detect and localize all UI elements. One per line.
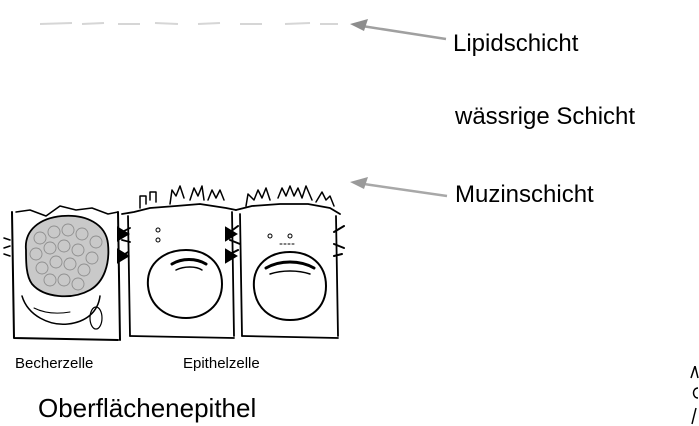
cropped-edge-marks <box>690 366 699 426</box>
diagram-caption: Oberflächenepithel <box>38 393 256 424</box>
epithelial-cell-label: Epithelzelle <box>183 355 260 372</box>
epithelial-cell-1-drawing <box>122 186 240 338</box>
goblet-cell-label: Becherzelle <box>15 355 93 372</box>
aqueous-layer-label: wässrige Schicht <box>455 103 635 131</box>
mucin-arrow-icon <box>350 177 447 196</box>
epithelial-cell-2-drawing <box>236 186 344 338</box>
cell-junctions <box>118 228 236 262</box>
lipid-arrow-icon <box>350 19 446 39</box>
lipid-layer-label: Lipidschicht <box>453 30 578 58</box>
lipid-layer-line <box>40 23 338 24</box>
mucin-layer-label: Muzinschicht <box>455 181 594 209</box>
goblet-granules <box>26 216 109 297</box>
